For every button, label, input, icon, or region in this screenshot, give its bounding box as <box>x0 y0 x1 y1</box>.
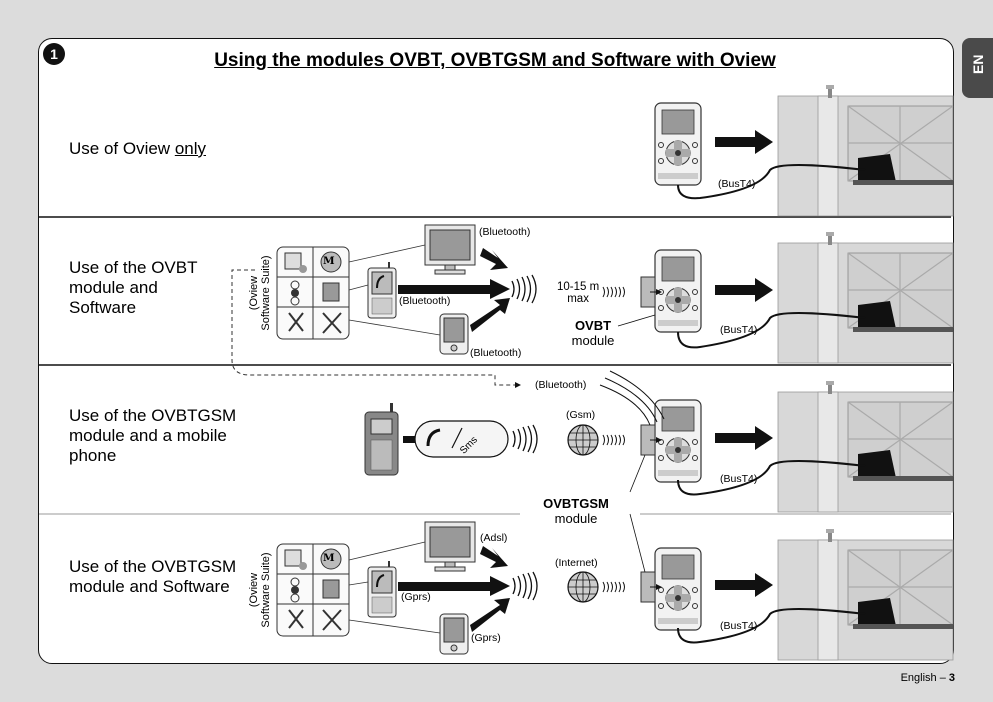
bus-cable <box>677 312 866 349</box>
pda-icon <box>439 313 469 355</box>
bluetooth-label: (Bluetooth) <box>479 226 531 238</box>
bust4-label: (BusT4) <box>720 324 758 336</box>
adsl-label: (Adsl) <box>480 532 508 544</box>
wave-icon <box>602 286 625 298</box>
arrow-icon <box>715 278 773 302</box>
gate-motor-icon <box>777 380 954 513</box>
emphasis-only: only <box>174 139 206 158</box>
wave-icon <box>511 274 537 304</box>
software-suite-icon <box>276 543 350 637</box>
programming-unit-icon <box>654 547 702 631</box>
row-label-oview-only: Use of Oview only <box>69 139 206 158</box>
page-footer: English – 3 <box>900 672 955 684</box>
gate-motor-icon <box>777 231 954 364</box>
internet-label: (Internet) <box>555 557 598 569</box>
gate-motor-icon <box>777 528 954 661</box>
page-title: Using the modules OVBT, OVBTGSM and Soft… <box>214 50 776 71</box>
gprs-label: (Gprs) <box>401 591 431 603</box>
smartphone-icon <box>367 560 397 618</box>
software-suite-icon <box>276 246 350 340</box>
wave-icon <box>512 424 538 454</box>
row-label-ovbtgsm-software: Use of the OVBTGSM module and Software <box>69 557 237 596</box>
globe-icon <box>567 424 599 456</box>
figure-number: 1 <box>43 43 65 65</box>
wave-icon <box>512 571 538 601</box>
page-number: 3 <box>948 672 955 684</box>
software-m-label: M <box>323 552 335 564</box>
bluetooth-label: (Bluetooth) <box>470 347 522 359</box>
bus-cable <box>677 460 866 496</box>
row-label-ovbtgsm-phone: Use of the OVBTGSM module and a mobile p… <box>69 406 237 465</box>
bus-cable <box>677 164 866 200</box>
bust4-label: (BusT4) <box>718 178 756 190</box>
bus-cable <box>677 608 866 644</box>
bluetooth-label: (Bluetooth) <box>399 295 451 307</box>
arrow-icon <box>715 573 773 597</box>
monitor-icon <box>424 224 476 275</box>
programming-unit-icon <box>654 249 702 333</box>
monitor-icon <box>424 521 476 572</box>
language-tab[interactable]: EN <box>962 38 993 98</box>
bluetooth-label: (Bluetooth) <box>535 379 587 391</box>
gsm-label: (Gsm) <box>566 409 596 421</box>
gate-motor-icon <box>777 84 954 217</box>
arrow-icon <box>715 426 773 450</box>
programming-unit-icon <box>654 102 702 186</box>
mobile-phone-icon <box>364 403 399 476</box>
bust4-label: (BusT4) <box>720 620 758 632</box>
gprs-label: (Gprs) <box>471 632 501 644</box>
programming-unit-icon <box>654 399 702 483</box>
globe-icon <box>567 571 599 603</box>
row-label-ovbt: Use of the OVBT module and Software <box>69 258 198 317</box>
smartphone-icon <box>367 261 397 319</box>
pda-icon <box>439 613 469 655</box>
wave-icon <box>602 581 625 593</box>
bust4-label: (BusT4) <box>720 473 758 485</box>
software-m-label: M <box>323 255 335 267</box>
wave-icon <box>602 434 625 446</box>
arrow-icon <box>715 130 773 154</box>
phone-sms-icon <box>414 420 509 458</box>
